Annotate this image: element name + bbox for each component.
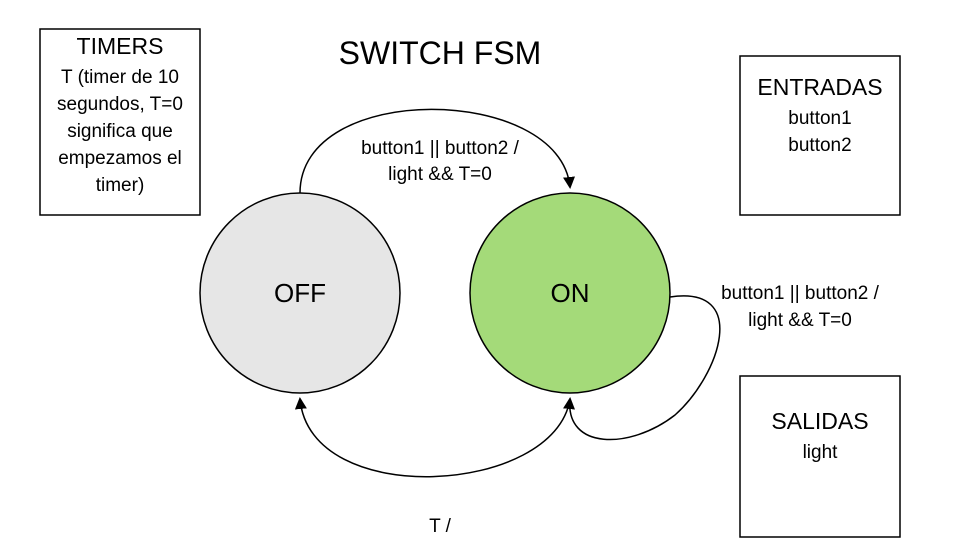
- timers-heading: TIMERS: [77, 33, 164, 59]
- transition-on-to-off-arrow: [294, 397, 571, 478]
- transition-on-self-label: light && T=0: [748, 310, 852, 331]
- timers-line: significa que: [67, 121, 173, 142]
- state-on: ON: [469, 192, 671, 394]
- state-on-label: ON: [551, 278, 590, 308]
- transition-on-to-off-label: T /: [429, 516, 452, 537]
- salidas-heading: SALIDAS: [771, 408, 868, 434]
- timers-line: empezamos el: [58, 148, 182, 169]
- state-off: OFF: [199, 192, 401, 394]
- state-off-label: OFF: [274, 278, 326, 308]
- diagram-title: SWITCH FSM: [339, 35, 542, 71]
- timers-box: TIMERS T (timer de 10 segundos, T=0 sign…: [39, 28, 201, 216]
- entradas-line: button1: [788, 108, 851, 129]
- transition-off-to-on-label: light && T=0: [388, 164, 492, 185]
- timers-line: segundos, T=0: [57, 94, 183, 115]
- salidas-box: SALIDAS light: [739, 375, 901, 538]
- entradas-line: button2: [788, 135, 851, 156]
- entradas-heading: ENTRADAS: [757, 74, 882, 100]
- salidas-line: light: [803, 442, 839, 463]
- transition-on-self-arrow: [563, 295, 721, 441]
- timers-line: T (timer de 10: [61, 67, 179, 88]
- state-on-circle: [469, 192, 671, 394]
- entradas-box: ENTRADAS button1 button2: [739, 55, 901, 216]
- transition-off-to-on-label: button1 || button2 /: [361, 138, 519, 159]
- timers-line: timer): [96, 175, 145, 196]
- transition-off-to-on-arrow: [299, 108, 575, 194]
- transition-on-self-label: button1 || button2 /: [721, 283, 879, 304]
